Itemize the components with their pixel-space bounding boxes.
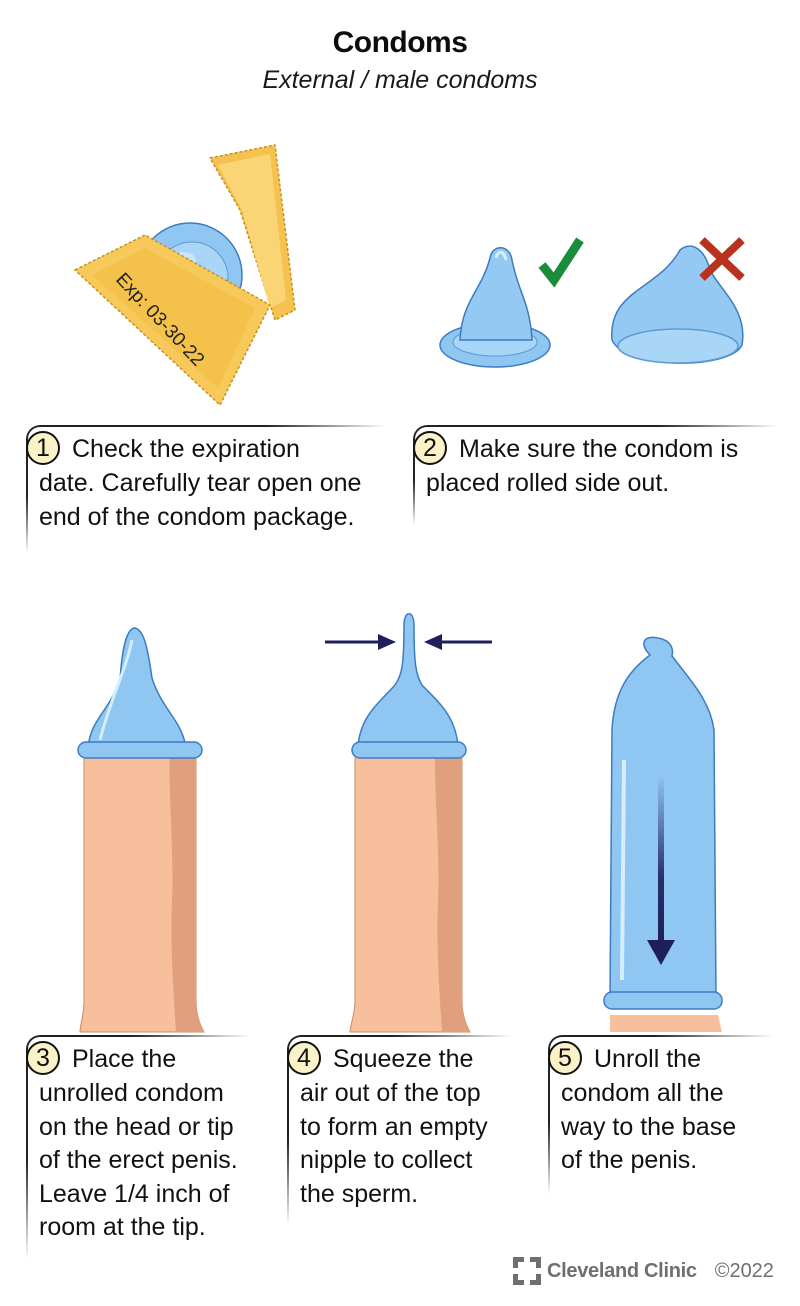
step-text-line: on the head or tip: [39, 1112, 234, 1141]
step-text-line: nipple to collect: [300, 1146, 473, 1174]
step-text-line: Place the: [72, 1045, 177, 1073]
step-text-line: unrolled condom: [39, 1079, 224, 1107]
step-number-badge: 2: [413, 431, 447, 465]
step4-illustration: [325, 613, 492, 1033]
step-text-line: way to the base: [561, 1112, 737, 1141]
step-text-line: Squeeze the: [333, 1045, 474, 1073]
step-number-badge: 1: [26, 431, 60, 465]
step-text-line: Make sure the condom is: [459, 435, 739, 463]
footer-credit: Cleveland Clinic ©2022: [513, 1256, 774, 1286]
unroll-down-arrow-icon: [647, 775, 675, 965]
step-text-line: placed rolled side out.: [426, 469, 670, 497]
check-icon: [538, 237, 584, 288]
step-number-badge: 5: [548, 1041, 582, 1075]
condom-package-illustration: Exp: 03-30-22: [73, 144, 296, 407]
caption-bracket: [548, 1035, 773, 1195]
cleveland-clinic-logo-icon: [513, 1257, 541, 1285]
step-text-line: of the penis.: [561, 1146, 698, 1174]
step-text-line: room at the tip.: [39, 1213, 206, 1241]
step-1-caption: 1 Check the expiration date. Carefully te…: [26, 425, 386, 553]
cross-icon: [699, 237, 745, 281]
step-text-line: air out of the top: [300, 1079, 481, 1107]
caption-bracket: [26, 425, 386, 553]
caption-bracket: [413, 425, 778, 525]
step-number-badge: 4: [287, 1041, 321, 1075]
step-text-line: Check the expiration: [72, 435, 300, 463]
page-title: Condoms: [332, 26, 468, 59]
caption-bracket: [26, 1035, 251, 1260]
step3-illustration: [77, 627, 205, 1033]
step-2-caption: 2 Make sure the condom is placed rolled s…: [413, 425, 778, 525]
step-3-caption: 3 Place the unrolled condom on the head o…: [26, 1035, 251, 1260]
step-text-line: Leave 1/4 inch of: [39, 1179, 230, 1208]
step-text-line: date. Carefully tear open one: [39, 469, 362, 497]
step-text-line: Unroll the: [594, 1045, 701, 1073]
squeeze-arrow-right-icon: [424, 634, 492, 650]
step-number-badge: 3: [26, 1041, 60, 1075]
step5-illustration: [603, 636, 723, 1032]
step-text-line: the sperm.: [300, 1179, 419, 1208]
step-4-caption: 4 Squeeze the air out of the top to form …: [287, 1035, 512, 1225]
copyright: ©2022: [714, 1259, 774, 1282]
step-text-line: condom all the: [561, 1079, 724, 1107]
squeeze-arrow-left-icon: [325, 634, 396, 650]
page-subtitle: External / male condoms: [262, 66, 538, 94]
correct-orientation: [439, 247, 551, 368]
brand-name: Cleveland Clinic: [547, 1259, 697, 1282]
step-text-line: to form an empty: [300, 1112, 488, 1141]
step-text-line: of the erect penis.: [39, 1146, 238, 1174]
step-text-line: end of the condom package.: [39, 502, 355, 531]
step-5-caption: 5 Unroll the condom all the way to the ba…: [548, 1035, 773, 1195]
caption-bracket: [287, 1035, 512, 1225]
orientation-illustration: [439, 237, 745, 368]
